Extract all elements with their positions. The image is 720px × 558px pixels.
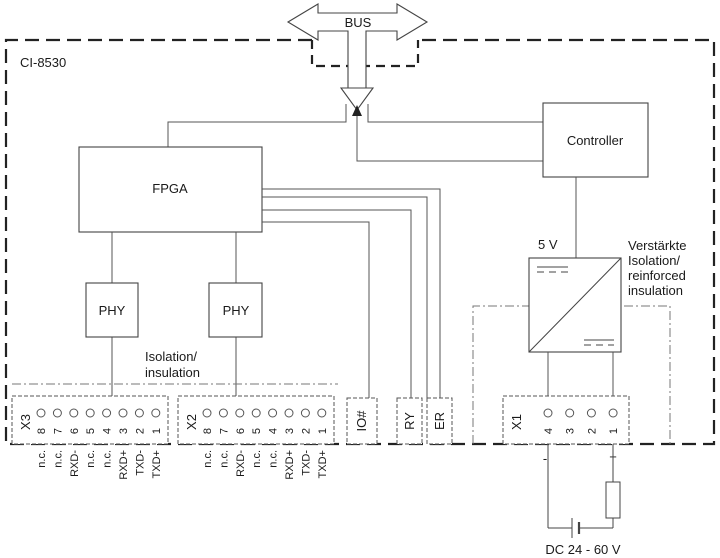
connector-x2-label: X2: [184, 414, 199, 430]
connector-x3-label: X3: [18, 414, 33, 430]
phy-block-2: [208, 282, 263, 338]
wires-bus: [167, 104, 543, 162]
minus-label: -: [543, 451, 547, 466]
phy-block-1: [85, 282, 139, 338]
x3-signal-label: TXD+: [151, 450, 163, 478]
x2-pin-number: 3: [284, 428, 296, 434]
x2-pin-number: 2: [300, 428, 312, 434]
terminal-ry: [396, 397, 423, 445]
x3-pin-contact: [151, 408, 161, 418]
reinforced-isolation-label: Verstärkte Isolation/ reinforced insulat…: [628, 238, 690, 298]
fpga-label: FPGA: [152, 181, 188, 196]
x2-signal-label: RXD+: [284, 450, 296, 480]
connector-x3: [11, 395, 169, 445]
x2-signal-label: n.c.: [202, 450, 214, 468]
terminal-io: [346, 397, 378, 445]
x3-pin-number: 2: [134, 428, 146, 434]
x1-pin-contact: [543, 408, 553, 418]
x3-pin-number: 4: [102, 428, 114, 434]
x1-pin-number: 3: [565, 428, 577, 434]
x3-pin-contact: [36, 408, 46, 418]
x3-signal-label: n.c.: [52, 450, 64, 468]
x3-signal-label: n.c.: [36, 450, 48, 468]
x2-pin-contact: [317, 408, 327, 418]
x1-pin-contact: [565, 408, 575, 418]
x3-pin-contact: [69, 408, 79, 418]
x3-pin-number: 7: [52, 428, 64, 434]
x2-pin-contact: [218, 408, 228, 418]
device-label: CI-8530: [20, 55, 66, 70]
bus-label: BUS: [345, 15, 372, 30]
connector-x2: [177, 395, 335, 445]
x3-pin-contact: [102, 408, 112, 418]
x3-pin-contact: [134, 408, 144, 418]
x2-signal-label: n.c.: [218, 450, 230, 468]
x3-signal-label: n.c.: [102, 450, 114, 468]
wires-signals: [262, 188, 441, 398]
x2-pin-number: 7: [218, 428, 230, 434]
bus-arrow: [286, 3, 429, 89]
x2-pin-number: 4: [268, 428, 280, 434]
x3-pin-contact: [85, 408, 95, 418]
x2-pin-number: 6: [235, 428, 247, 434]
x3-signal-label: TXD-: [134, 450, 146, 476]
terminal-ry-label: RY: [402, 412, 417, 430]
x3-pin-number: 1: [151, 428, 163, 434]
x1-pin-number: 1: [608, 428, 620, 434]
x2-pin-number: 5: [251, 428, 263, 434]
x3-pin-number: 8: [36, 428, 48, 434]
fuse: [605, 481, 621, 519]
isolation-label: Isolation/ insulation: [145, 349, 201, 380]
connector-x1-pins: 4 3 2 1: [543, 408, 620, 434]
x1-pin-contact: [586, 408, 596, 418]
dcdc-symbol: [528, 257, 622, 353]
terminal-er-label: ER: [432, 412, 447, 430]
signal-labels: n.c. n.c. RXD-n.c. n.c. RXD+ TXD- TXD+ n.c. n.c.…: [36, 450, 329, 480]
phy-label-1: PHY: [99, 303, 126, 318]
voltage-label: 5 V: [538, 237, 558, 252]
x3-pin-number: 5: [85, 428, 97, 434]
x3-pin-number: 3: [118, 428, 130, 434]
transceiver-triangle: [339, 87, 375, 111]
wires-phy: [111, 177, 577, 396]
terminal-er: [426, 397, 453, 445]
x2-pin-contact: [284, 408, 294, 418]
x2-pin-contact: [235, 408, 245, 418]
x2-pin-contact: [268, 408, 278, 418]
x2-pin-contact: [300, 408, 310, 418]
x2-signal-label: n.c.: [268, 450, 280, 468]
x3-signal-label: RXD+: [118, 450, 130, 480]
x2-pin-number: 1: [317, 428, 329, 434]
connector-x1: [502, 395, 630, 445]
controller-label: Controller: [567, 133, 624, 148]
controller-block: [542, 102, 649, 178]
supply-wiring: [547, 444, 614, 538]
x2-signal-label: TXD-: [300, 450, 312, 476]
x1-pin-number: 4: [543, 428, 555, 434]
x3-signal-label: RXD-: [69, 450, 81, 477]
feedback-arrowhead: [352, 105, 362, 116]
x3-pin-contact: [52, 408, 62, 418]
x2-signal-label: n.c.: [251, 450, 263, 468]
supply-label: DC 24 - 60 V: [545, 542, 620, 557]
x1-pin-contact: [608, 408, 618, 418]
phy-label-2: PHY: [223, 303, 250, 318]
isolation-boundary-power: [472, 305, 671, 444]
x1-pin-number: 2: [586, 428, 598, 434]
x2-signal-label: RXD-: [235, 450, 247, 477]
x3-pin-contact: [118, 408, 128, 418]
terminal-io-label: IO#: [354, 410, 369, 432]
x2-pin-contact: [251, 408, 261, 418]
x2-pin-contact: [202, 408, 212, 418]
connector-x1-label: X1: [509, 414, 524, 430]
x3-signal-label: n.c.: [85, 450, 97, 468]
fpga-block: [78, 146, 263, 233]
x2-pin-number: 8: [202, 428, 214, 434]
x3-pin-number: 6: [69, 428, 81, 434]
x2-signal-label: TXD+: [317, 450, 329, 478]
